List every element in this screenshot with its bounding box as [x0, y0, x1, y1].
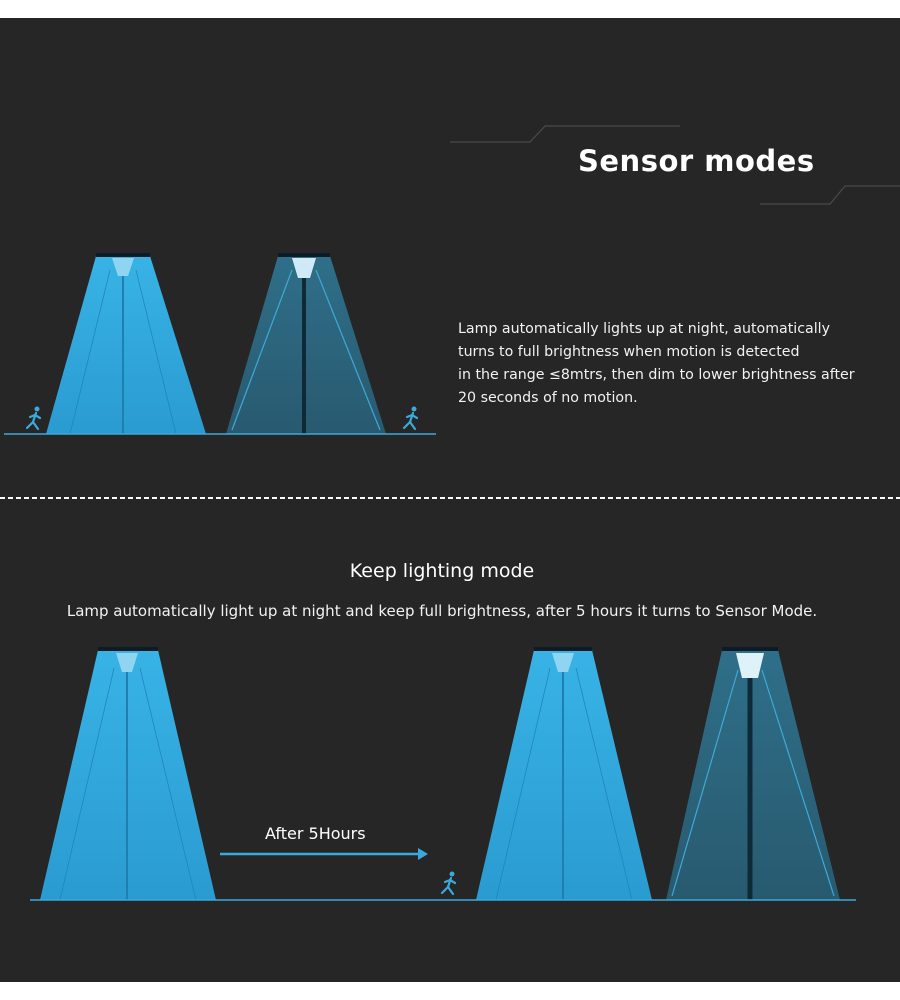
street-lamp-icon — [226, 253, 386, 434]
description-line: turns to full brightness when motion is … — [458, 344, 800, 360]
arrow-right-icon — [220, 848, 428, 860]
running-person-icon — [440, 871, 457, 896]
running-person-icon — [25, 406, 42, 431]
product-info-panel: Sensor modes Lamp automatically lights u… — [0, 18, 900, 982]
title-decoration — [450, 125, 900, 205]
running-person-icon — [402, 406, 419, 431]
illustration-layer — [0, 125, 900, 901]
description-line: 20 seconds of no motion. — [458, 390, 638, 406]
sensor-modes-description: Lamp automatically lights up at night, a… — [458, 318, 878, 410]
section-title-sensor-modes: Sensor modes — [578, 144, 815, 178]
section-title-keep-lighting: Keep lighting mode — [349, 560, 535, 582]
description-line: Lamp automatically lights up at night, a… — [458, 321, 831, 337]
street-lamp-icon — [476, 647, 652, 901]
street-lamp-icon — [666, 647, 840, 900]
street-lamp-icon — [46, 253, 206, 435]
keep-lighting-description: Lamp automatically light up at night and… — [66, 602, 818, 620]
arrow-label: After 5Hours — [265, 824, 366, 843]
description-line: in the range ≤8mtrs, then dim to lower b… — [458, 367, 855, 383]
street-lamp-icon — [40, 647, 216, 901]
